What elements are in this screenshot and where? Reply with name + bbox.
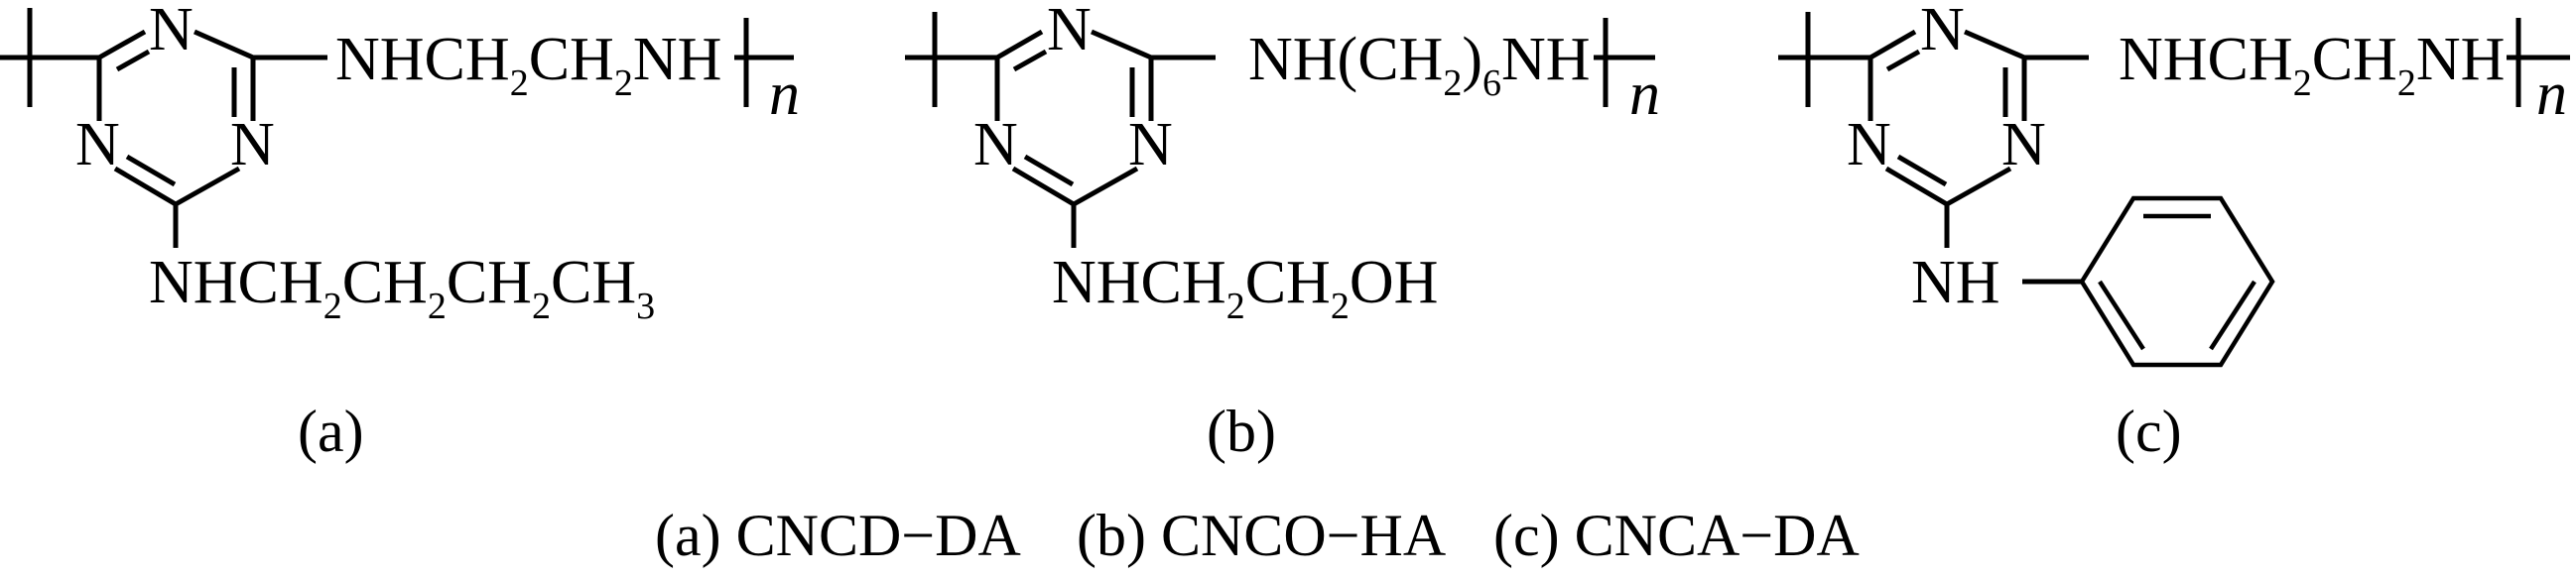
ring-atom-n2-a: N	[75, 111, 120, 178]
substituent-text-a: NHCH2CH2CH2CH3	[149, 249, 655, 327]
substituent-text-c: NH	[1911, 249, 2000, 316]
caption-c: (c) CNCA−DA	[1493, 503, 1860, 568]
ring-atom-n1-a: N	[149, 0, 193, 63]
ring-atom-n2-c: N	[1847, 111, 1891, 178]
figure-caption: (a) CNCD−DA (b) CNCO−HA (c) CNCA−DA	[655, 503, 1860, 568]
structure-a: N N N NHCH2CH2NH n NHCH2CH2CH2CH3 (a)	[0, 0, 800, 464]
structure-label-a: (a)	[298, 399, 364, 464]
ring-atom-n2-b: N	[973, 111, 1018, 178]
right-bracket-b	[1594, 18, 1655, 107]
repeat-index-a: n	[769, 60, 800, 128]
right-bracket-c	[2507, 18, 2570, 107]
repeat-index-b: n	[1629, 60, 1660, 128]
ring-atom-n3-b: N	[1128, 111, 1173, 178]
right-bracket-a	[734, 18, 794, 107]
phenyl-ring	[2079, 195, 2275, 368]
ring-atom-n1-b: N	[1047, 0, 1092, 63]
caption-b: (b) CNCO−HA	[1077, 503, 1446, 568]
structure-c: N N N NHCH2CH2NH n NH (c)	[1778, 0, 2570, 464]
ring-atom-n3-a: N	[230, 111, 275, 178]
triazine-ring-b: N N N	[905, 0, 1216, 248]
chain-text-b: NH(CH2)6NH	[1248, 26, 1591, 104]
structure-label-b: (b)	[1207, 399, 1276, 464]
structure-label-c: (c)	[2116, 399, 2182, 464]
triazine-ring-c: N N N	[1778, 0, 2089, 248]
chain-text-a: NHCH2CH2NH	[335, 26, 721, 104]
repeat-index-c: n	[2536, 60, 2567, 128]
structure-b: N N N NH(CH2)6NH n NHCH2CH2OH (b)	[905, 0, 1660, 464]
ring-atom-n3-c: N	[2001, 111, 2046, 178]
substituent-text-b: NHCH2CH2OH	[1052, 249, 1438, 327]
ring-atom-n1-c: N	[1920, 0, 1965, 63]
triazine-ring-a: N N N	[0, 0, 327, 248]
chain-text-c: NHCH2CH2NH	[2119, 26, 2505, 104]
caption-a: (a) CNCD−DA	[655, 503, 1021, 568]
